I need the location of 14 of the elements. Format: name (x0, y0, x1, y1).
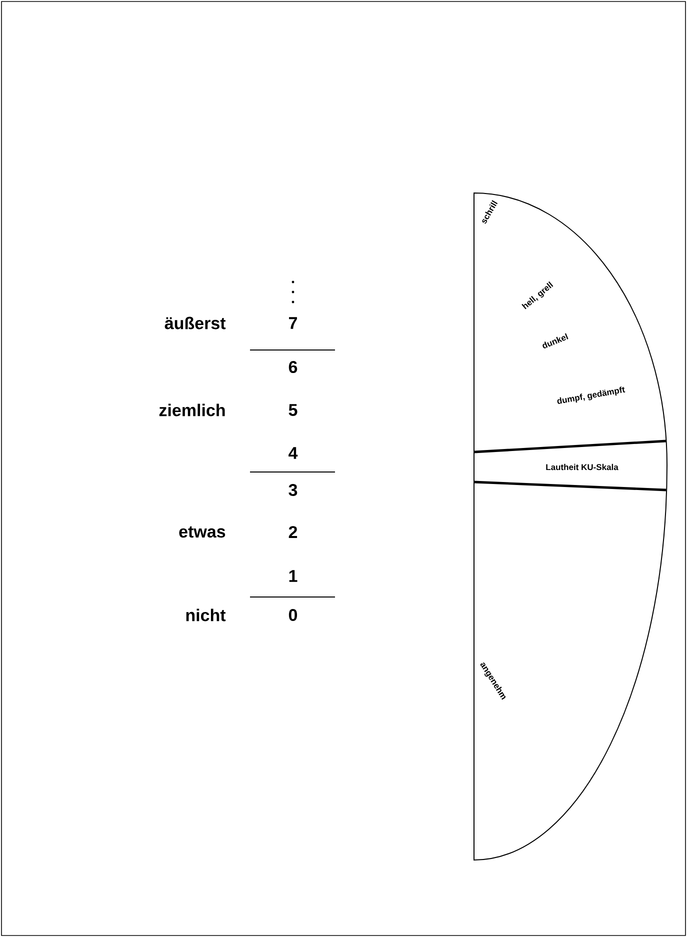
scale-number: 6 (288, 360, 298, 374)
scale-word: ziemlich (159, 404, 225, 416)
scale-word: nicht (186, 608, 226, 622)
scale-word: etwas (179, 526, 226, 538)
scale-number: 0 (288, 608, 298, 622)
scale-number: 1 (289, 570, 298, 582)
scale-number: 3 (288, 484, 298, 496)
band-label: Lautheit KU-Skala (546, 464, 618, 470)
scale-word: äußerst (164, 316, 226, 330)
scale-number: 4 (288, 447, 298, 459)
scale-number: 7 (289, 317, 297, 329)
sector-label: dumpf, gedämpft (557, 386, 626, 404)
scale-number: 5 (288, 404, 298, 416)
scale-number: 2 (288, 526, 298, 538)
